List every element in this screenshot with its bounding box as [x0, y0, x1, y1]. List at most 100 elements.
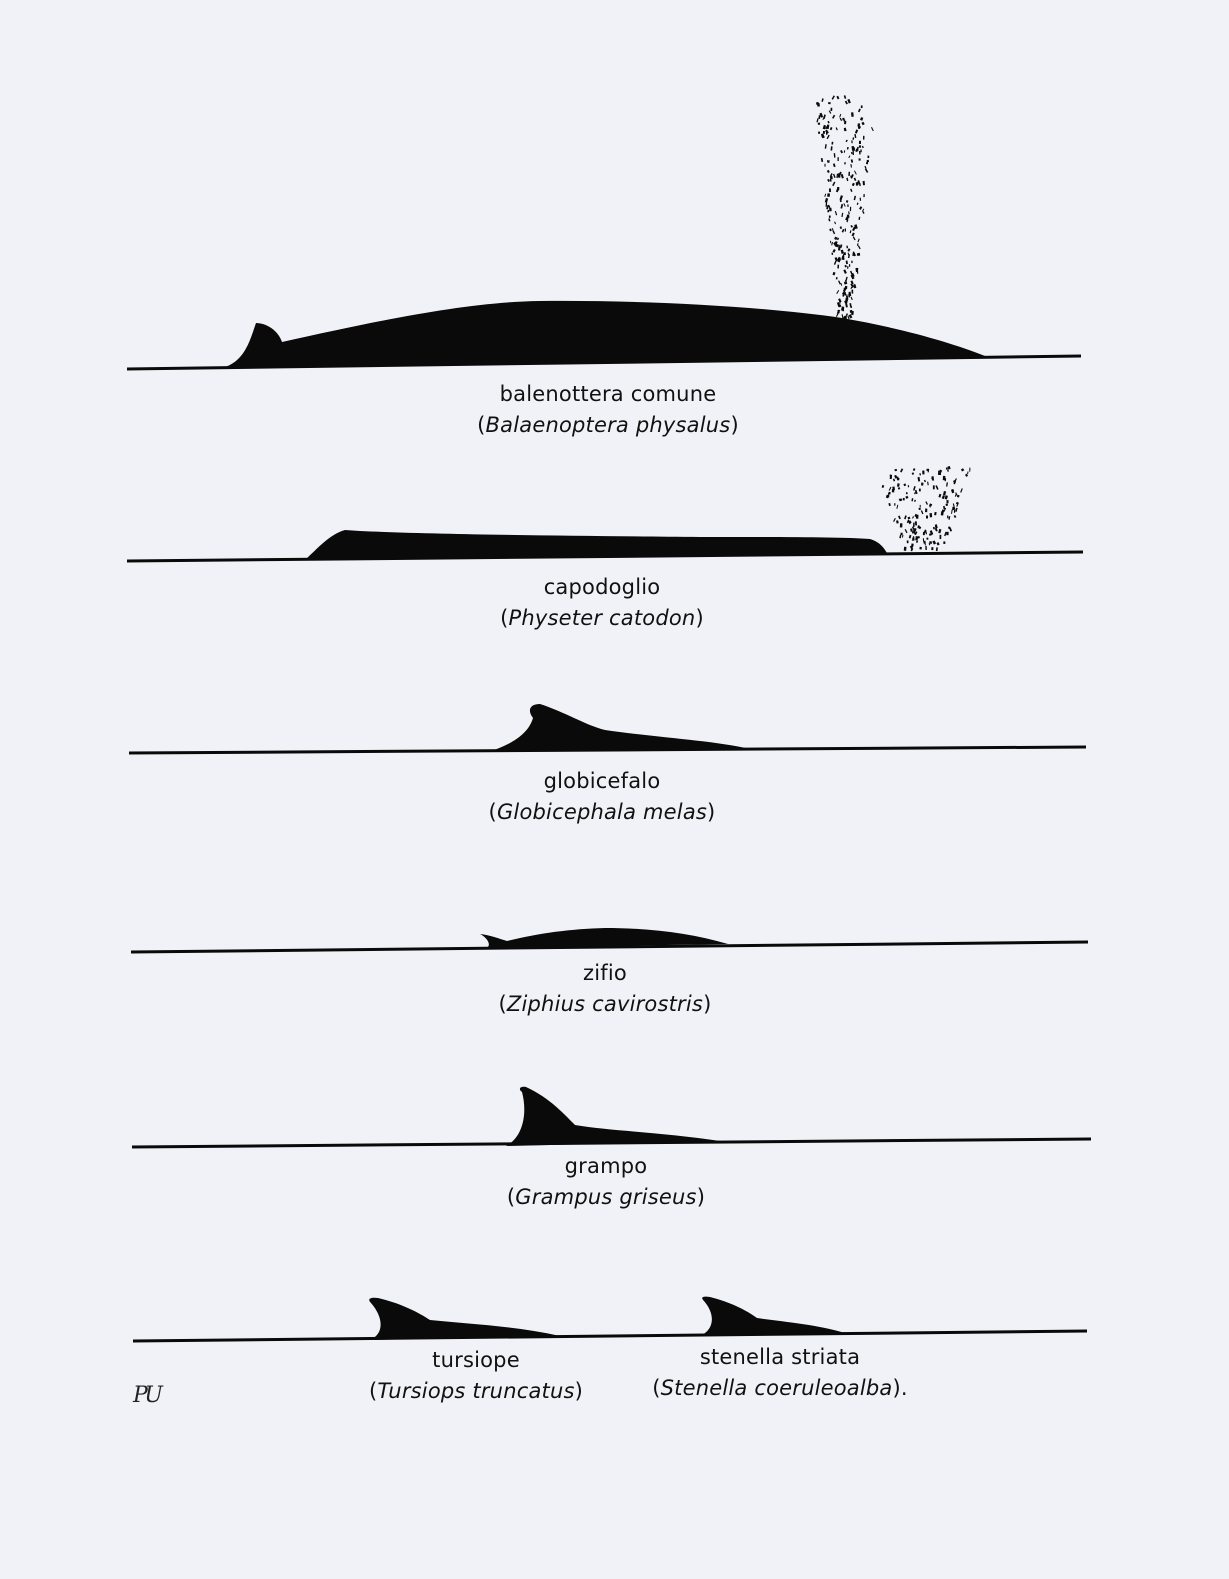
spray-droplet [836, 127, 838, 130]
spray-droplet [949, 527, 952, 531]
common-name: globicefalo [392, 766, 812, 797]
spray-droplet [855, 149, 858, 153]
spray-droplet [854, 134, 856, 138]
spray-droplet [838, 298, 842, 302]
caption-globicefalo: globicefalo (Globicephala melas) [392, 766, 812, 828]
spray-droplet [848, 253, 850, 256]
spray-droplet [863, 136, 865, 140]
spray-droplet [844, 121, 846, 125]
common-name: capodoglio [392, 572, 812, 603]
spray-droplet [946, 482, 948, 486]
spray-droplet [911, 498, 913, 501]
spray-droplet [854, 196, 856, 201]
tursiope-stenella-silhouettes [133, 1297, 1087, 1341]
spray-droplet [828, 218, 830, 221]
spray-droplet [844, 162, 846, 164]
spray-droplet [845, 298, 848, 301]
spray-droplet [851, 112, 854, 117]
spray-droplet [926, 538, 928, 540]
spray-droplet [900, 523, 903, 527]
spray-droplet [846, 246, 848, 249]
spray-droplet [897, 483, 900, 487]
spray-droplet [840, 118, 843, 121]
spray-droplet [827, 170, 830, 173]
spray-droplet [846, 178, 848, 181]
spray-droplet [832, 115, 835, 119]
spray-droplet [955, 508, 958, 512]
spray-droplet [961, 468, 964, 471]
spray-droplet [919, 473, 921, 475]
spray-droplet [946, 467, 948, 470]
spray-droplet [854, 178, 857, 181]
spray-droplet [960, 488, 963, 493]
spray-droplet [850, 189, 852, 192]
spray-droplet [931, 476, 933, 479]
tursiope-body [369, 1298, 560, 1340]
spray-droplet [821, 158, 823, 162]
spray-droplet [834, 222, 836, 225]
spray-droplet [925, 509, 927, 513]
spray-droplet [845, 101, 848, 105]
spray-droplet [854, 170, 857, 174]
spray-droplet [908, 517, 911, 520]
spray-droplet [836, 290, 839, 294]
spray-droplet [952, 507, 954, 510]
spray-droplet [847, 147, 849, 150]
spray-droplet [912, 531, 913, 533]
spray-droplet [918, 477, 921, 482]
spray-droplet [903, 483, 906, 486]
spray-droplet [847, 99, 851, 104]
spray-droplet [827, 210, 829, 213]
spray-droplet [967, 471, 969, 474]
spray-droplet [859, 206, 862, 210]
spray-droplet [914, 500, 916, 502]
scientific-name: (Balaenoptera physalus) [398, 410, 818, 441]
spray-droplet [829, 188, 831, 192]
spray-droplet [909, 535, 912, 539]
spray-droplet [868, 156, 870, 158]
spray-droplet [818, 123, 820, 125]
spray-droplet [853, 284, 856, 288]
zifio-silhouette [131, 928, 1088, 952]
spray-droplet [888, 503, 890, 506]
spray-droplet [898, 516, 901, 520]
spray-droplet [844, 150, 845, 152]
spray-droplet [863, 181, 865, 185]
spray-droplet [948, 466, 951, 470]
spray-droplet [938, 471, 939, 475]
spray-droplet [835, 211, 837, 215]
spray-droplet [904, 515, 907, 519]
spray-droplet [940, 535, 942, 539]
caption-capodoglio: capodoglio (Physeter catodon) [392, 572, 812, 634]
spray-droplet [946, 503, 949, 506]
spray-droplet [900, 468, 903, 472]
spray-droplet [850, 230, 852, 233]
spray-droplet [848, 172, 850, 176]
spray-droplet [840, 283, 842, 286]
spray-droplet [851, 140, 852, 143]
spray-droplet [825, 144, 827, 149]
spray-droplet [846, 140, 848, 143]
spray-droplet [850, 280, 853, 284]
spray-droplet [954, 510, 955, 513]
spray-droplet [828, 121, 830, 124]
caption-zifio: zifio (Ziphius cavirostris) [395, 958, 815, 1020]
spray-droplet [913, 523, 915, 527]
spray-droplet [918, 508, 921, 511]
spray-droplet [951, 510, 953, 514]
spray-droplet [912, 472, 915, 475]
spray-droplet [931, 547, 933, 550]
spray-droplet [840, 195, 843, 200]
spray-droplet [919, 547, 921, 550]
spray-droplet [905, 529, 908, 533]
spray-droplet [860, 117, 863, 121]
spray-droplet [857, 203, 859, 205]
spray-droplet [965, 474, 968, 477]
spray-droplet [945, 478, 947, 480]
spray-droplet [838, 157, 839, 161]
spray-droplet [898, 487, 900, 490]
spray-droplet [920, 505, 921, 508]
spray-droplet [840, 244, 843, 248]
spray-droplet [894, 503, 895, 506]
spray-droplet [859, 141, 861, 144]
